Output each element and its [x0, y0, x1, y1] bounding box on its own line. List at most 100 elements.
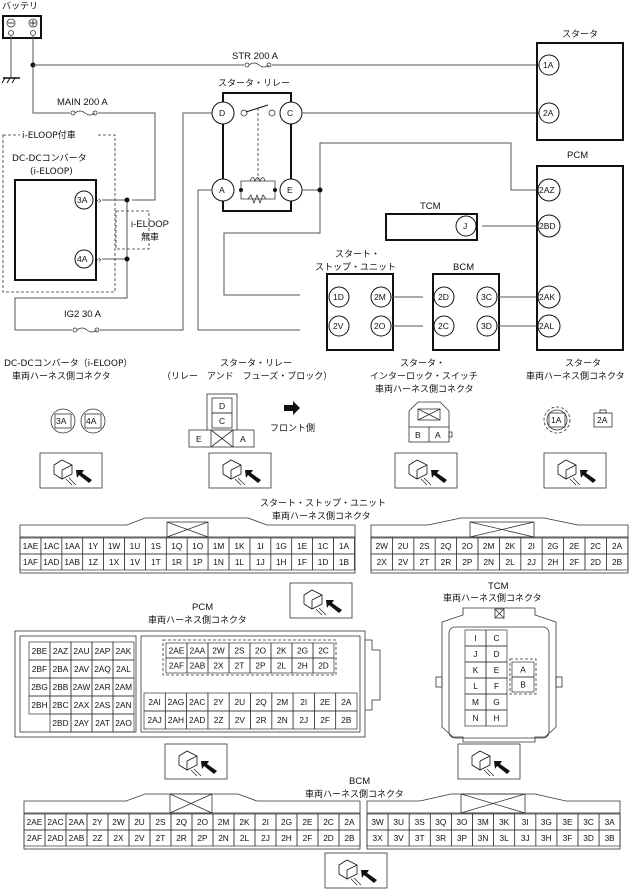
ssu-conn-b1-pin: 1AB — [64, 557, 80, 567]
bcm-pin-2d: 2D — [438, 292, 449, 302]
bcm-conn-b2-pin: 3L — [500, 833, 510, 843]
pcm-conn-left-pin: 2BG — [31, 682, 48, 692]
ssu-conn-b1-pin: 1K — [234, 541, 245, 551]
pcm-conn-left-pin: 2BB — [53, 682, 69, 692]
ssu-pin-2v: 2V — [333, 321, 344, 331]
bcm-conn-b1-pin: 2AE — [27, 817, 43, 827]
pin-dcdc-4a: 4A — [77, 254, 88, 264]
ssu-conn-b1-pin: 1Z — [88, 557, 98, 567]
relay-coil-icon — [239, 177, 277, 205]
bcm-conn-b1-cell — [338, 829, 361, 847]
bcm-conn-b1-pin: 2AF — [27, 833, 42, 843]
pcm-conn-left-pin: 2AU — [73, 646, 89, 656]
pcm-conn-bottom-pin: 2AD — [189, 715, 205, 725]
pcm-conn-left-pin: 2AZ — [53, 646, 68, 656]
ssu-conn-b2-pin: 2O — [462, 541, 474, 551]
bcm-conn-b1-pin: 2O — [197, 817, 209, 827]
ssu-conn-b2-pin: 2U — [398, 541, 409, 551]
ssu-conn-b1-pin: 1U — [130, 541, 141, 551]
bcm-conn-b2-pin: 3X — [372, 833, 383, 843]
ssu-conn-b1-pin: 1AC — [43, 541, 59, 551]
bcm-conn-b1-pin: 2AB — [69, 833, 85, 843]
ssu-conn-b1-pin: 1I — [257, 541, 264, 551]
pcm-pin-2az: 2AZ — [539, 185, 555, 195]
ssu-conn-b2-pin: 2F — [569, 557, 579, 567]
tcm-conn-pin: H — [494, 713, 500, 723]
pcm-conn-bottom-pin: 2AJ — [148, 715, 162, 725]
pcm-conn-left-pin: 2AN — [115, 700, 131, 710]
bcm-conn-b2-pin: 3I — [522, 817, 529, 827]
ieloop-option-label: i-ELOOP付車 — [22, 129, 76, 141]
ssu-conn-b2-pin: 2N — [483, 557, 494, 567]
ssu-conn-b1-pin: 1V — [130, 557, 141, 567]
ssu-conn-b2-pin: 2D — [590, 557, 601, 567]
relay-switch-icon — [240, 104, 276, 180]
bcm-conn-b1-pin: 2AD — [47, 833, 63, 843]
relay-pin-c: C — [287, 108, 293, 118]
bcm-conn-b1-pin: 2C — [323, 817, 334, 827]
pcm-conn-left-pin: 2AW — [73, 682, 91, 692]
ssu-conn-b2-pin: 2M — [483, 541, 495, 551]
pcm-conn-top-pin: 2AA — [190, 646, 206, 656]
pcm-conn-bottom-pin: 2Y — [213, 697, 224, 707]
pcm-conn-left-pin: 2AS — [95, 700, 111, 710]
bcm-conn-title-2: 車両ハーネス側コネクタ — [305, 788, 404, 800]
tcm-conn-side-pin: A — [520, 665, 526, 675]
no-ieloop-label-1: i-ELOOP — [131, 219, 169, 230]
pcm-conn-bottom-pin: 2B — [341, 715, 352, 725]
bcm-conn-b1-pin: 2W — [112, 817, 125, 827]
ssu-conn-b1-pin: 1B — [339, 557, 350, 567]
pcm-conn-bottom-pin: 2M — [277, 697, 289, 707]
pcm-conn-left-pin: 2AY — [74, 718, 90, 728]
pcm-conn-left-pin: 2BH — [31, 700, 47, 710]
pcm-conn-bottom-pin: 2V — [235, 715, 246, 725]
ssu-conn-b2-pin: 2G — [547, 541, 558, 551]
ssu-conn-b2-pin: 2C — [590, 541, 601, 551]
ssu-conn-b2-pin: 2J — [527, 557, 536, 567]
pcm-conn-bottom-pin: 2I — [300, 697, 307, 707]
harness-view-icon — [164, 743, 228, 780]
pcm-pin-2ak: 2AK — [539, 292, 555, 302]
battery-symbol — [2, 15, 42, 39]
bcm-conn-b1-pin: 2Z — [93, 833, 103, 843]
ssu-conn-b1-pin: 1L — [235, 557, 245, 567]
tcm-conn-pin: G — [493, 697, 499, 707]
tcm-conn-pin: L — [473, 681, 478, 691]
pcm-conn-bottom-pin: 2AI — [148, 697, 160, 707]
pcm-conn-top-cell — [312, 657, 335, 674]
ssu-conn-b2-pin: 2H — [548, 557, 559, 567]
relay-pin-d: D — [219, 108, 225, 118]
relay-conn-pin-e: E — [196, 434, 202, 444]
harness-view-icon — [39, 452, 103, 489]
ssu-conn-b2-pin: 2W — [375, 541, 388, 551]
tcm-pin-j: J — [463, 221, 467, 231]
bcm-conn-b1-pin: 2R — [176, 833, 187, 843]
ssu-conn-b1-pin: 1S — [151, 541, 162, 551]
harness-view-icon — [324, 852, 388, 889]
fuse-ig2-icon — [72, 327, 100, 333]
ssu-conn-b1-pin: 1E — [297, 541, 308, 551]
bcm-conn-b1-pin: 2F — [303, 833, 313, 843]
interlock-conn-title-3: 車両ハーネス側コネクタ — [375, 383, 474, 395]
bcm-conn-b2-pin: 3U — [393, 817, 404, 827]
pcm-conn-title-1: PCM — [192, 602, 213, 613]
bcm-conn-b1-pin: 2Q — [176, 817, 188, 827]
bcm-conn-b2-pin: 3T — [415, 833, 425, 843]
pcm-conn-left-pin: 2BA — [53, 664, 69, 674]
ssu-conn-b2-pin: 2T — [420, 557, 430, 567]
ssu-conn-b1-pin: 1O — [192, 541, 204, 551]
ssu-label-2: ストップ・ユニット — [315, 262, 396, 273]
tcm-conn-pin: J — [473, 649, 477, 659]
bcm-conn-b1-pin: 2A — [344, 817, 355, 827]
bcm-conn-b1-pin: 2AA — [69, 817, 85, 827]
pcm-conn-bottom-pin: 2Z — [214, 715, 224, 725]
bcm-conn-b1-pin: 2E — [302, 817, 313, 827]
pcm-conn-top-pin: 2AF — [169, 661, 184, 671]
tcm-conn-pin: K — [473, 665, 479, 675]
starter-conn-title-1: スタータ — [565, 358, 601, 369]
fuse-main-icon — [70, 110, 98, 116]
ssu-label-1: スタート・ — [335, 249, 380, 260]
bcm-conn-b2-pin: 3W — [371, 817, 384, 827]
tcm-conn-pin: F — [494, 681, 499, 691]
